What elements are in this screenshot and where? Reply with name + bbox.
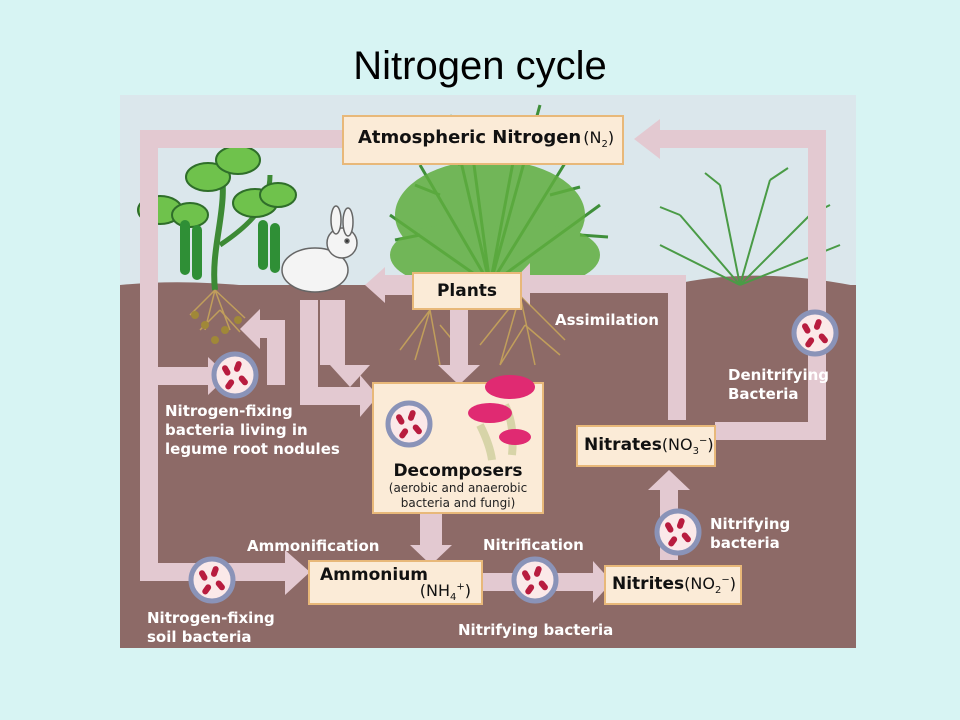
nitrates-formula: (NO <box>661 435 693 454</box>
nitrogen-cycle-diagram: Atmospheric Nitrogen(N2) Plants Decompos… <box>120 95 856 648</box>
atmospheric-nitrogen-box: Atmospheric Nitrogen(N2) <box>342 115 624 165</box>
decomposers-desc: (aerobic and anaerobic bacteria and fung… <box>388 481 528 510</box>
atmospheric-formula: (N <box>583 128 602 147</box>
bacteria-icon <box>514 559 556 601</box>
ammonium-formula-sub: 4 <box>449 592 457 604</box>
nitrates-formula-close: ) <box>707 435 714 454</box>
rabbit-icon <box>281 205 358 293</box>
bacteria-icon <box>657 511 699 553</box>
nitrates-label: Nitrates <box>584 435 662 455</box>
atmospheric-formula-close: ) <box>607 128 615 147</box>
atmospheric-nitrogen-label: Atmospheric Nitrogen <box>358 127 582 148</box>
nitrates-box: Nitrates(NO3−) <box>576 425 716 467</box>
nitrifying-bacteria-bottom-label: Nitrifying bacteria <box>458 621 614 639</box>
cycle-arrows <box>140 119 826 603</box>
roots <box>189 289 566 366</box>
bacteria-icon <box>214 354 256 396</box>
nitrates-formula-sup: − <box>699 435 708 447</box>
nitrites-formula-sup: − <box>721 574 730 586</box>
nitrites-box: Nitrites(NO2−) <box>604 565 742 605</box>
plants-label: Plants <box>436 281 498 301</box>
bacteria-icon <box>191 559 233 601</box>
decomposers-text: Decomposers (aerobic and anaerobic bacte… <box>373 461 543 511</box>
ammonium-label: Ammonium <box>320 565 429 585</box>
nitrates-formula-sub: 3 <box>692 446 699 458</box>
nitrification-label: Nitrification <box>483 536 584 554</box>
nitrites-formula-sub: 2 <box>714 585 722 597</box>
atmospheric-formula-sub: 2 <box>601 139 608 151</box>
nitrites-label: Nitrites <box>612 574 685 594</box>
ammonium-box: Ammonium (NH4+) <box>308 560 483 605</box>
assimilation-label: Assimilation <box>555 311 659 329</box>
denitrifying-bacteria-label: Denitrifying Bacteria <box>728 366 830 403</box>
mushroom-icon <box>468 375 535 461</box>
nodule-bacteria-label: Nitrogen-fixing bacteria living in legum… <box>165 402 340 458</box>
ammonification-label: Ammonification <box>247 537 380 555</box>
ammonium-formula: (NH <box>419 581 450 600</box>
bacteria-icon <box>388 403 430 445</box>
plants-box: Plants <box>412 272 522 310</box>
ammonium-formula-sup: + <box>456 581 465 593</box>
slide-title: Nitrogen cycle <box>353 44 607 88</box>
ammonium-formula-close: ) <box>464 581 471 600</box>
soil-bacteria-label: Nitrogen-fixing soil bacteria <box>147 609 275 646</box>
nitrifying-bacteria-side-label: Nitrifying bacteria <box>710 515 791 552</box>
bacteria-icon <box>794 312 836 354</box>
nitrites-formula: (NO <box>684 574 715 593</box>
diagram-canvas <box>120 95 856 648</box>
root-nodules <box>191 311 242 344</box>
decomposers-label: Decomposers <box>393 461 523 481</box>
nitrites-formula-close: ) <box>729 574 736 593</box>
